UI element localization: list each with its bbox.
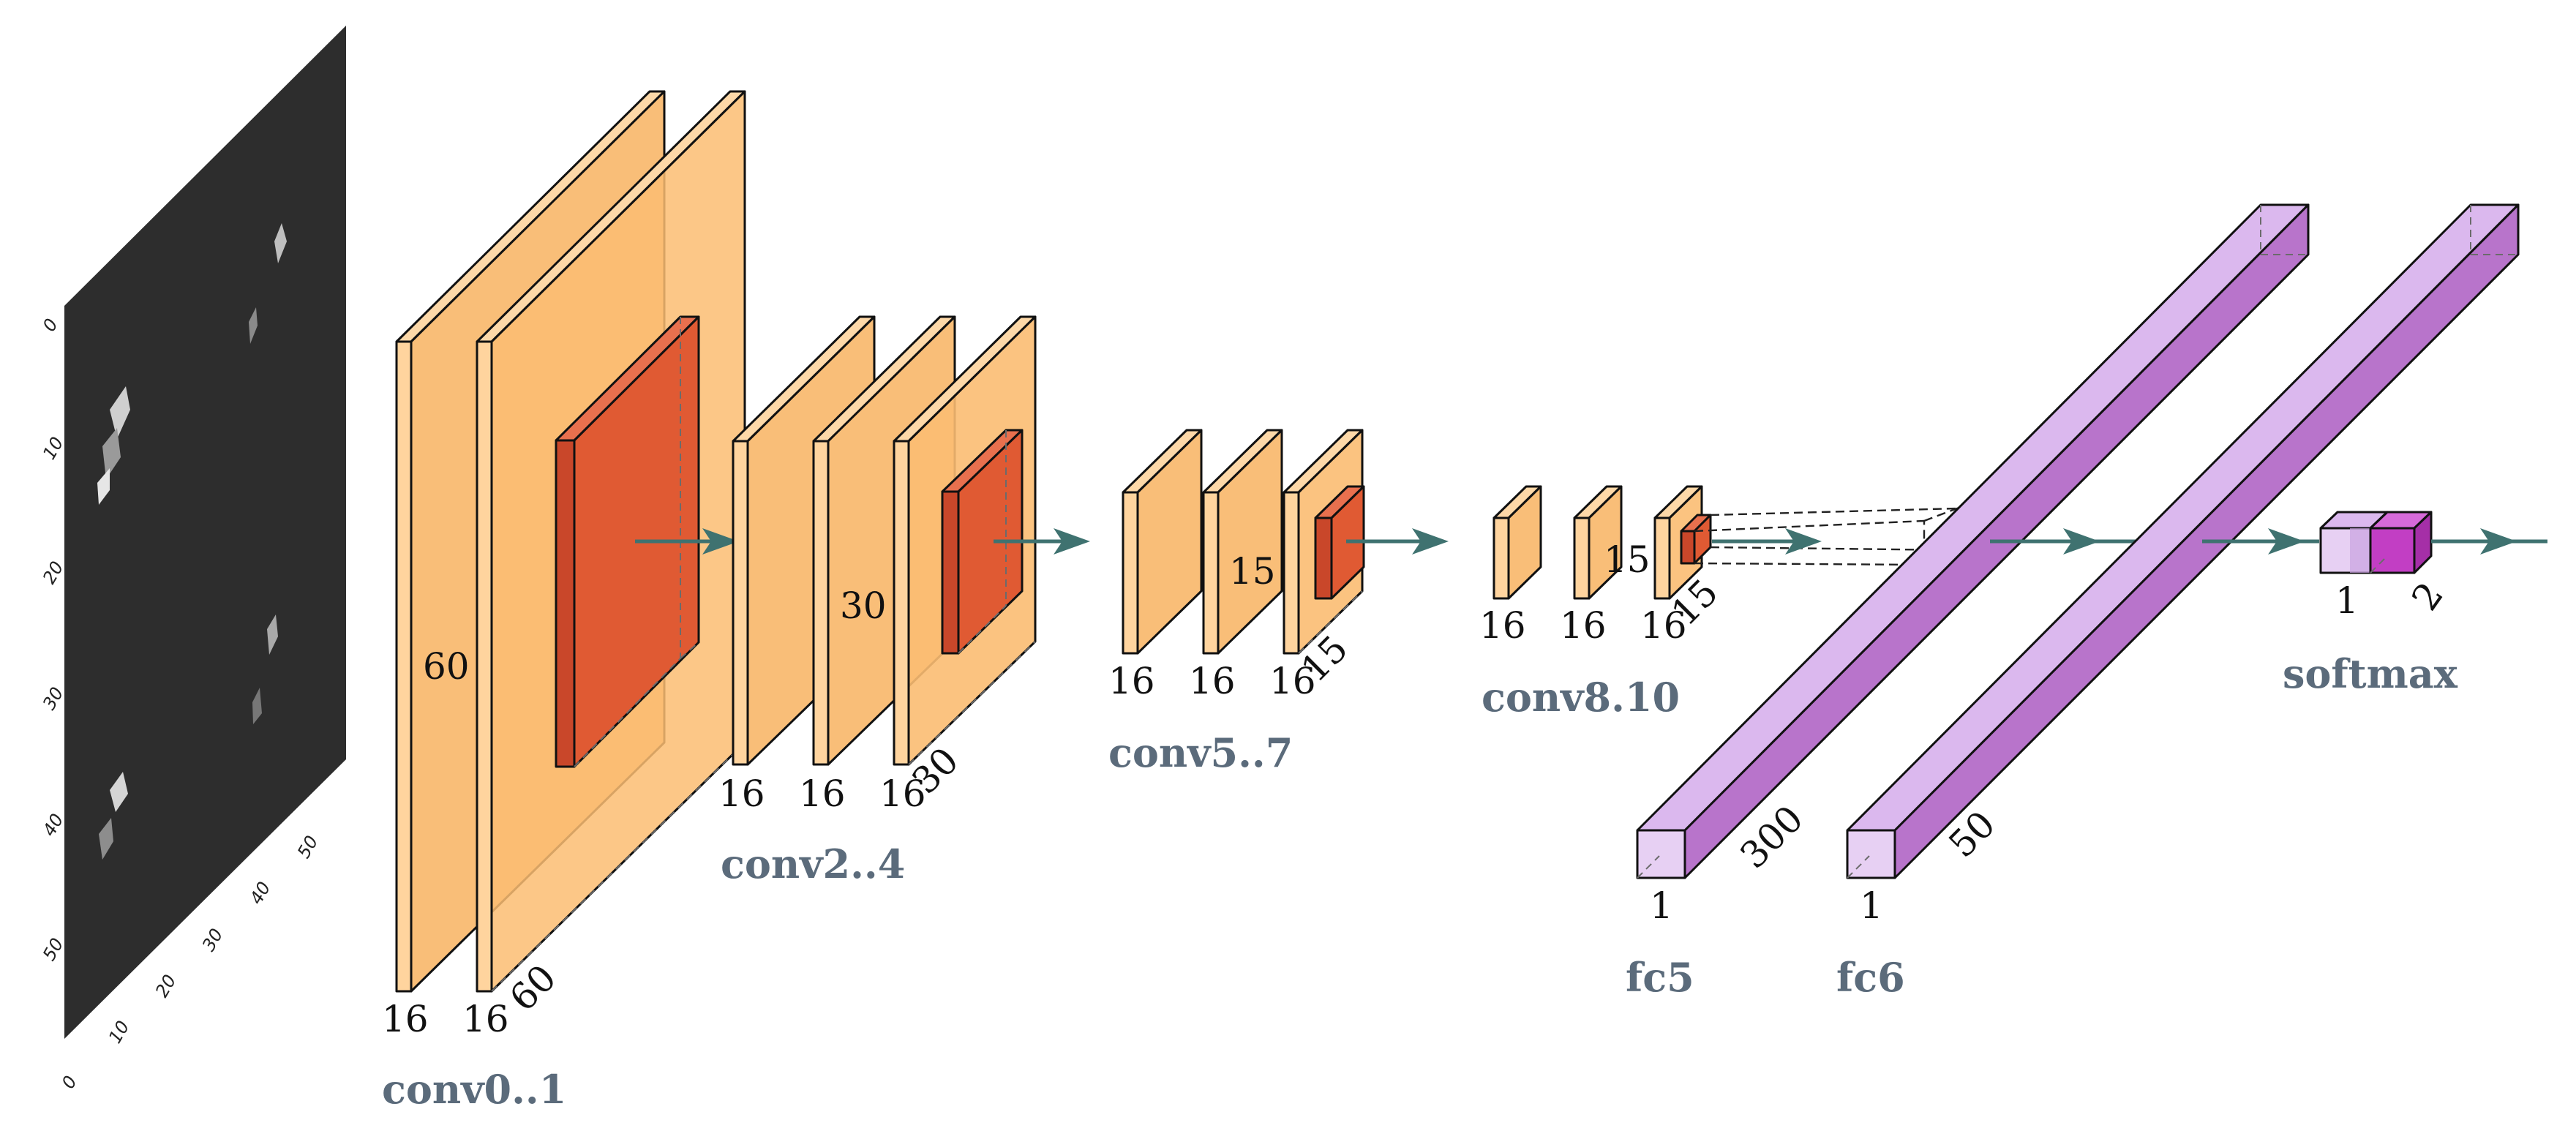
conv2-ch2-label: 16	[799, 773, 846, 815]
conv0-ch1-label: 16	[382, 998, 429, 1040]
conv8-block: 15 16 16 16 15 conv8.10	[1479, 485, 1726, 721]
conv5-ch1-label: 16	[1108, 660, 1155, 702]
fc6-name: fc6	[1836, 954, 1905, 1001]
softmax-depth-label: 2	[2403, 575, 2452, 618]
input-x-tick-40: 40	[246, 879, 275, 908]
input-y-tick-50: 50	[39, 935, 68, 964]
input-y-tick-20: 20	[39, 558, 68, 587]
input-image: 0 10 20 30 40 50 0 10 20 30 40 50	[39, 26, 346, 1092]
conv5-slab-1	[1122, 429, 1203, 655]
softmax-name: softmax	[2283, 650, 2458, 697]
conv0-block: 60 16 16 60 conv0..1	[382, 90, 746, 1113]
softmax-width-label: 1	[2335, 579, 2359, 622]
input-image-marks	[97, 223, 287, 860]
input-x-tick-10: 10	[105, 1018, 134, 1047]
conv8-height-label: 15	[1604, 538, 1651, 581]
conv5-name: conv5..7	[1108, 729, 1293, 776]
input-x-tick-50: 50	[293, 833, 323, 862]
conv8-ch3-label: 16	[1640, 604, 1687, 647]
input-y-tick-10: 10	[39, 434, 68, 463]
input-image-plane	[64, 26, 346, 1039]
conv2-name: conv2..4	[721, 841, 905, 887]
softmax-block: 1 2 softmax	[2283, 511, 2458, 697]
fc6-width-label: 1	[1860, 884, 1883, 927]
softmax-cube-2	[2369, 511, 2433, 574]
conv2-height-label: 30	[840, 585, 887, 627]
arrow-conv2-to-conv5	[994, 528, 1090, 555]
input-x-tick-20: 20	[151, 972, 181, 1001]
conv8-slab-2	[1573, 485, 1623, 600]
fc6-front	[1846, 829, 1896, 879]
input-x-tick-0: 0	[58, 1072, 81, 1092]
input-y-tick-0: 0	[39, 315, 62, 335]
conv0-height-label: 60	[423, 645, 470, 688]
input-y-tick-30: 30	[39, 684, 68, 713]
arrow-conv8-to-fc5	[1712, 528, 1822, 555]
conv0-ch2-label: 16	[462, 998, 509, 1040]
conv5-height-label: 15	[1229, 550, 1276, 593]
conv2-block: 30 16 16 16 30 conv2..4	[718, 315, 1037, 887]
conv0-name: conv0..1	[382, 1066, 566, 1113]
input-y-tick-40: 40	[39, 811, 68, 840]
fc5-front	[1636, 829, 1686, 879]
arrow-fc6-to-softmax	[2202, 528, 2319, 555]
arrow-conv5-to-conv8	[1346, 528, 1449, 555]
conv5-block: 15 16 16 16 15 conv5..7	[1108, 429, 1365, 776]
fc5-block: 1 300 fc5	[1626, 203, 2310, 1001]
conv8-name: conv8.10	[1482, 674, 1680, 721]
conv8-slab-3	[1653, 485, 1703, 600]
conv8-ch2-label: 16	[1560, 604, 1607, 647]
conv5-slab-2	[1202, 429, 1283, 655]
arrow-fc5-to-fc6	[1990, 528, 2155, 555]
fc5-name: fc5	[1626, 954, 1694, 1001]
input-x-tick-30: 30	[198, 925, 228, 955]
conv8-ch1-label: 16	[1479, 604, 1526, 647]
conv5-ch2-label: 16	[1189, 660, 1236, 702]
fc5-width-label: 1	[1650, 884, 1673, 927]
conv2-ch3-label: 16	[879, 773, 926, 815]
conv5-ch3-label: 16	[1269, 660, 1316, 702]
conv2-pool	[941, 429, 1024, 655]
conv2-ch1-label: 16	[718, 773, 765, 815]
conv8-slab-1	[1492, 485, 1542, 600]
arrow-conv0-to-conv2	[635, 528, 739, 555]
